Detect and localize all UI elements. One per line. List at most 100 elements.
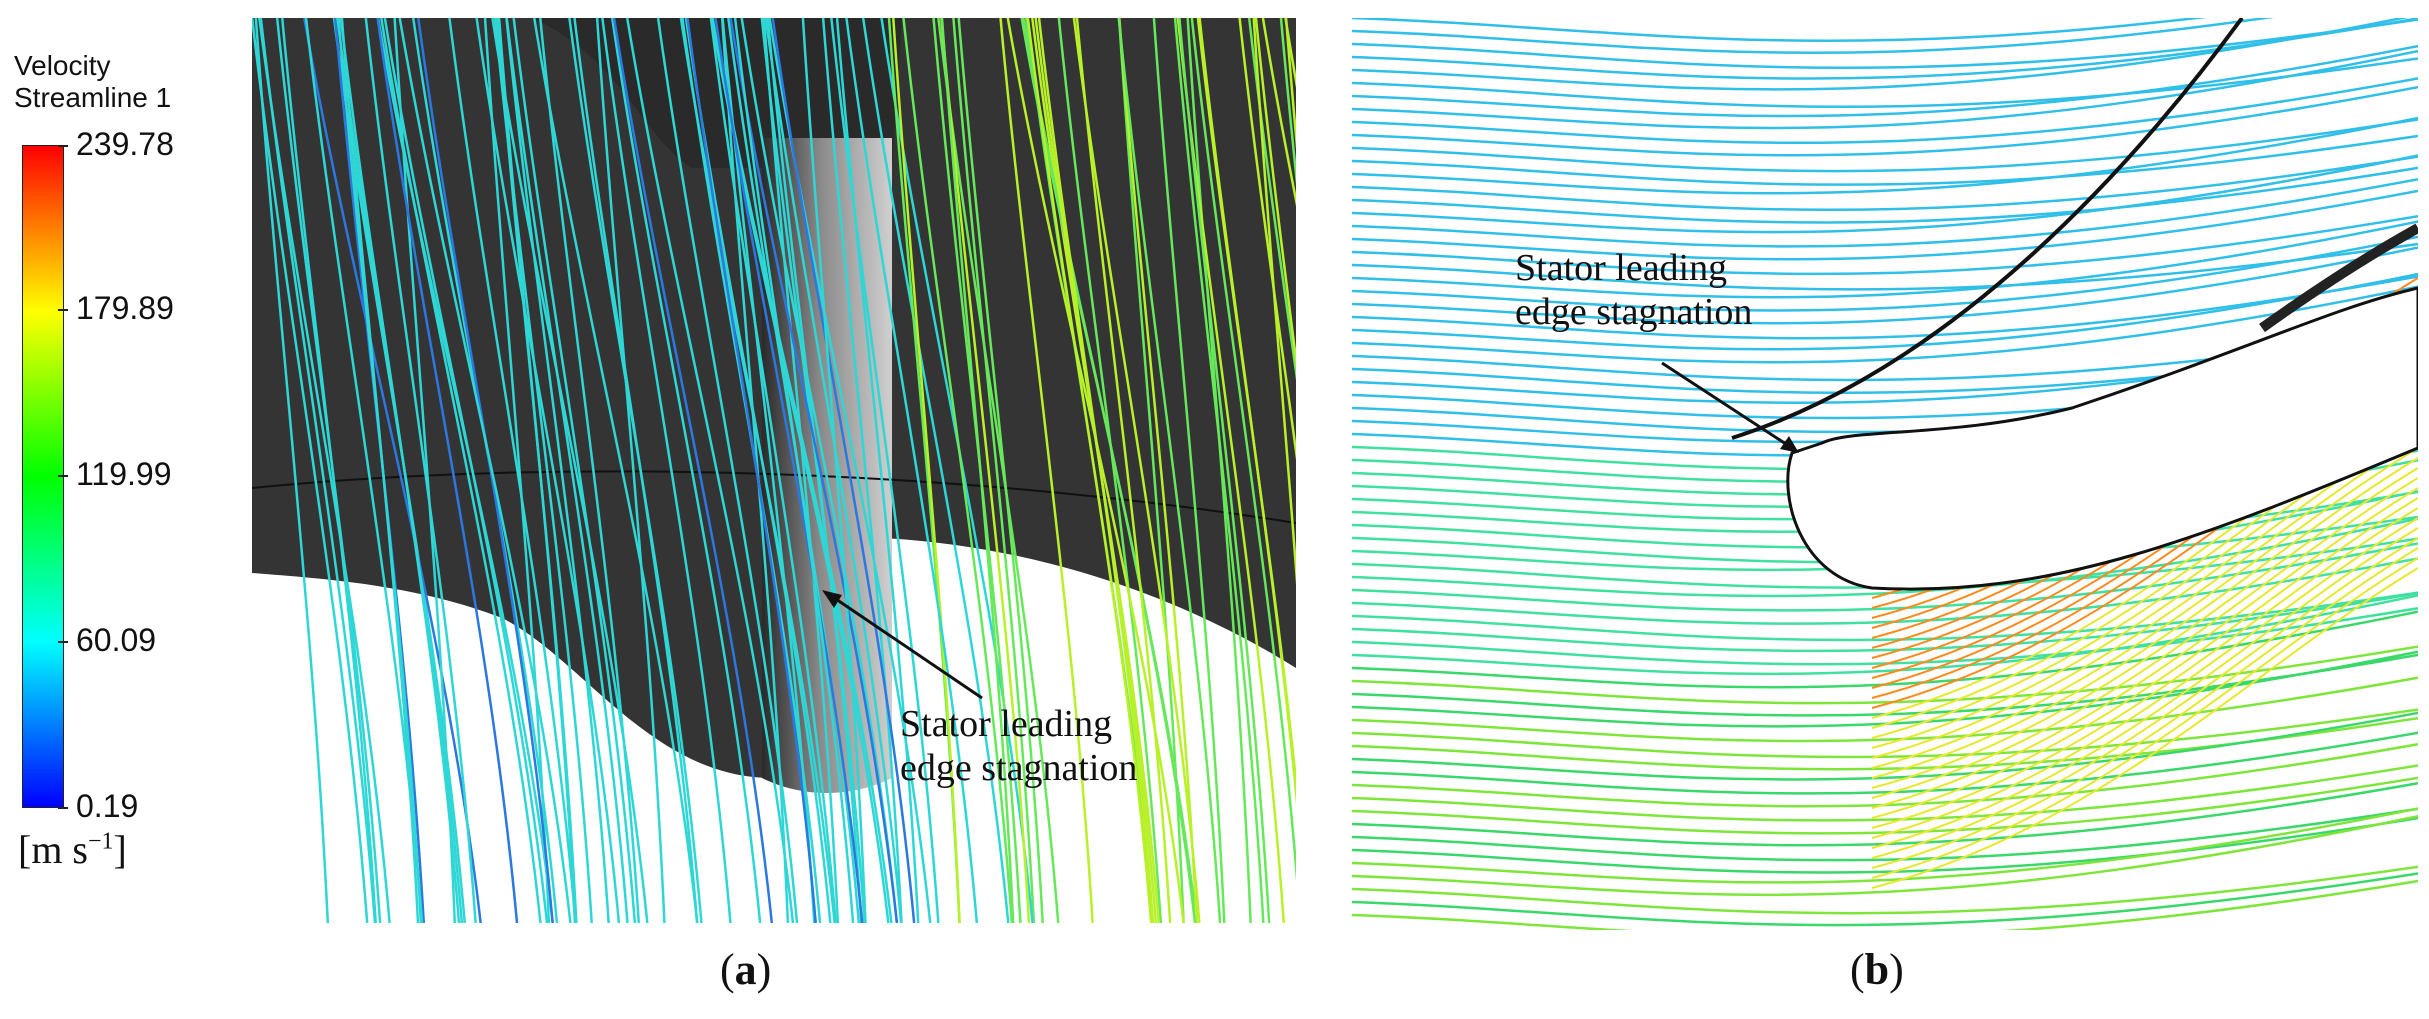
streamline: [861, 18, 1010, 923]
streamline: [1006, 18, 1185, 923]
streamline: [1352, 716, 2418, 771]
streamline: [1037, 18, 1155, 923]
streamline: [1352, 116, 2418, 195]
streamline: [1247, 18, 1296, 381]
streamline: [760, 18, 866, 923]
streamline: [1352, 189, 2418, 261]
streamline: [612, 18, 774, 923]
panel-a-annotation: Stator leading edge stagnation: [900, 702, 1137, 790]
panel-b-annotation-line1: Stator leading: [1515, 247, 1728, 289]
streamline: [1352, 731, 2418, 795]
streamline: [801, 18, 867, 923]
streamline: [483, 18, 551, 923]
streamline: [1352, 178, 2418, 248]
streamline: [533, 18, 699, 923]
streamline: [505, 18, 629, 923]
streamline: [1352, 18, 2275, 54]
streamline: [601, 18, 732, 923]
streamlines-a: [252, 18, 1296, 923]
streamline: [709, 18, 837, 923]
streamline: [1352, 18, 2409, 91]
streamline: [957, 18, 1044, 923]
streamline: [1186, 18, 1252, 923]
streamline: [733, 18, 855, 923]
streamline: [821, 18, 903, 923]
streamline: [1352, 285, 2418, 364]
streamline: [475, 18, 621, 923]
streamline: [448, 18, 577, 923]
streamline: [1352, 155, 2418, 212]
streamline: [1352, 134, 2418, 186]
streamline: [1279, 18, 1296, 186]
streamline: [1075, 18, 1172, 923]
streamline: [830, 18, 940, 923]
streamline: [714, 18, 864, 923]
streamline: [383, 18, 549, 923]
streamline: [1352, 220, 2418, 299]
streamline: [1352, 542, 2418, 612]
tick-60: 60.09: [57, 622, 156, 659]
streamline: [729, 18, 899, 923]
streamline: [764, 18, 903, 923]
streamline: [1352, 653, 2418, 717]
streamline: [1871, 467, 2418, 789]
streamline: [303, 18, 482, 923]
streamline: [1026, 18, 1153, 923]
legend-title-line2: Streamline 1: [14, 82, 172, 113]
streamline: [625, 18, 795, 923]
streamline: [1117, 18, 1222, 923]
annotation-arrow-b: [1661, 361, 1793, 450]
streamline: [340, 18, 420, 923]
streamline: [1871, 547, 2418, 869]
streamline: [656, 18, 799, 923]
streamline: [1254, 18, 1296, 370]
streamline: [940, 18, 1031, 923]
panel-a-annotation-line1: Stator leading: [900, 703, 1113, 745]
unit-label: [m s−1]: [18, 827, 127, 872]
tick-120: 119.99: [58, 456, 172, 493]
streamline: [1352, 18, 2207, 42]
streamline: [610, 18, 762, 923]
annotation-arrow-a: [826, 591, 983, 700]
streamline: [1352, 610, 2418, 689]
streamline: [259, 18, 377, 923]
streamline: [1072, 18, 1201, 923]
streamline: [364, 18, 477, 923]
streamline: [686, 18, 817, 923]
streamline: [1352, 166, 2418, 224]
streamline: [952, 18, 1036, 923]
streamline: [1352, 242, 2418, 291]
streamline: [1352, 645, 2418, 705]
streamline: [1871, 457, 2418, 779]
streamline: [1352, 331, 2418, 382]
streamline: [1352, 591, 2418, 642]
streamline: [771, 18, 916, 923]
streamline: [376, 18, 519, 923]
streamline: [1352, 246, 2418, 325]
streamline: [835, 18, 920, 923]
streamline: [999, 18, 1094, 923]
streamline: [762, 18, 840, 923]
panel-a-streamline-image: [252, 18, 1296, 923]
streamline: [1871, 557, 2418, 879]
streamline: [1352, 776, 2418, 835]
legend-title-line1: Velocity: [14, 50, 111, 81]
streamline: [1352, 235, 2418, 312]
streamline: [1152, 18, 1226, 923]
streamline: [1871, 487, 2418, 809]
streamline: [892, 18, 961, 923]
streamline: [280, 18, 377, 923]
streamline: [1871, 567, 2418, 889]
streamline: [1057, 18, 1163, 923]
streamline: [1022, 18, 1197, 923]
streamline: [1871, 507, 2418, 829]
streamline: [1352, 742, 2418, 808]
streamline: [1352, 275, 2418, 340]
streamline: [252, 18, 369, 923]
streamline: [1352, 18, 2418, 70]
streamline: [1871, 477, 2418, 799]
streamline: [1352, 154, 2418, 234]
streamline: [512, 18, 637, 923]
streamline: [1198, 18, 1296, 806]
streamline: [1352, 57, 2418, 108]
